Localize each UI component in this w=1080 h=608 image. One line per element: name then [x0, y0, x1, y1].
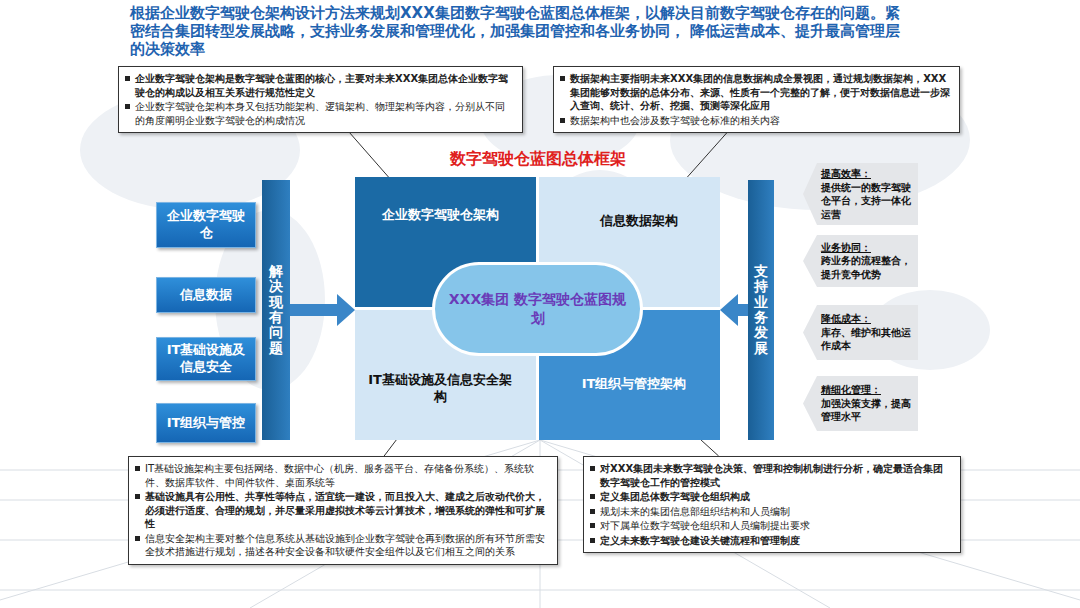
block-arrow: [738, 304, 748, 316]
callout-box: 数据架构主要指明未来XXX集团的信息数据构成全景视图，通过规划数据架构，XXX集…: [553, 66, 960, 133]
benefit-text: 库存、维护和其他运作成本: [821, 326, 912, 353]
bullet-square: [560, 76, 565, 81]
benefit-heading: 降低成本：: [821, 312, 912, 326]
puzzle-label: IT基础设施及信息安全架构: [365, 372, 515, 406]
bullet-row: 基础设施具有公用性、共享性等特点，适宜统一建设，而且投入大、建成之后改动代价大，…: [135, 490, 549, 531]
bullet-text: 定义未来数字驾驶仓建设关键流程和管理制度: [600, 534, 800, 548]
lbox-box: IT基础设施及信息安全: [156, 337, 256, 381]
bullet-square: [590, 538, 595, 543]
benefit-heading: 业务协同：: [821, 241, 912, 255]
box-label: 信息数据: [180, 287, 232, 304]
vertical-label: 支持业务发展: [754, 264, 768, 356]
page-title: 根据企业数字驾驶仓架构设计方法来规划XXX集团数字驾驶仓蓝图总体框架，以解决目前…: [130, 4, 905, 58]
bullet-square: [135, 466, 140, 471]
bullet-square: [135, 536, 140, 541]
bullet-square: [560, 118, 565, 123]
puzzle-label: 企业数字驾驶仓架构: [365, 207, 515, 224]
frame-box: 数字驾驶仓蓝图总体框架企业数字驾驶仓架构信息数据架构IT基础设施及信息安全架构I…: [355, 177, 720, 440]
arrow-head: [337, 294, 355, 326]
leader-line: [687, 133, 726, 177]
bullet-text: 信息安全架构主要对整个信息系统从基础设施到企业数字驾驶仓再到数据的所有环节所需安…: [145, 532, 549, 559]
leader-line: [701, 440, 719, 456]
benefit-heading: 提高效率：: [821, 167, 912, 181]
box-label: IT基础设施及信息安全: [163, 342, 249, 376]
callout-box: 对XXX集团未来数字驾驶仓决策、管理和控制机制进行分析，确定最适合集团数字驾驶仓…: [583, 456, 961, 553]
floor-grid: [0, 440, 1080, 608]
framework-heading: 数字驾驶仓蓝图总体框架: [355, 149, 720, 170]
bullet-row: IT基础设施架构主要包括网络、数据中心（机房、服务器平台、存储备份系统）、系统软…: [135, 462, 549, 489]
center-box: XXX集团 数字驾驶仓蓝图规划: [435, 265, 640, 353]
bullet-text: 对下属单位数字驾驶仓组织和人员编制提出要求: [600, 519, 810, 533]
puzzle-label: IT组织与管控架构: [569, 376, 699, 393]
benefit-text: 提供统一的数字驾驶仓平台，支持一体化运营: [821, 181, 912, 222]
bullet-row: 定义集团总体数字驾驶仓组织构成: [590, 490, 952, 504]
bar-box: 解决现有问题: [262, 180, 290, 440]
bullet-square: [135, 494, 140, 499]
leader-line: [350, 133, 389, 177]
arrow-head: [720, 294, 738, 326]
bullet-square: [125, 104, 130, 109]
bullet-square: [590, 494, 595, 499]
bullet-row: 企业数字驾驶仓架构本身又包括功能架构、逻辑架构、物理架构等内容，分别从不同的角度…: [125, 100, 514, 127]
bar-box: 支持业务发展: [748, 180, 774, 440]
lbox-box: 信息数据: [156, 277, 256, 313]
bullet-square: [590, 466, 595, 471]
bullet-square: [125, 76, 130, 81]
bullet-text: 对XXX集团未来数字驾驶仓决策、管理和控制机制进行分析，确定最适合集团数字驾驶仓…: [600, 462, 952, 489]
bullet-text: 企业数字驾驶仓架构是数字驾驶仓蓝图的核心，主要对未来XXX集团总体企业数字驾驶仓…: [135, 72, 514, 99]
box-label: 企业数字驾驶仓: [163, 208, 249, 242]
lbox-box: 企业数字驾驶仓: [156, 202, 256, 248]
leader-line: [384, 440, 396, 456]
bullet-row: 数据架构主要指明未来XXX集团的信息数据构成全景视图，通过规划数据架构，XXX集…: [560, 72, 951, 113]
box-label: IT组织与管控: [167, 415, 246, 432]
bullet-square: [590, 509, 595, 514]
bullet-row: 信息安全架构主要对整个信息系统从基础设施到企业数字驾驶仓再到数据的所有环节所需安…: [135, 532, 549, 559]
abox-box: 降低成本：库存、维护和其他运作成本: [803, 305, 918, 360]
abox-box: 提高效率：提供统一的数字驾驶仓平台，支持一体化运营: [803, 163, 918, 225]
bullet-row: 规划未来的集团信息部组织结构和人员编制: [590, 505, 952, 519]
abox-box: 业务协同：跨业务的流程整合，提升竞争优势: [803, 235, 918, 287]
bullet-text: 规划未来的集团信息部组织结构和人员编制: [600, 505, 790, 519]
bullet-text: 数据架构中也会涉及数字驾驶仓标准的相关内容: [570, 114, 780, 128]
callout-box: IT基础设施架构主要包括网络、数据中心（机房、服务器平台、存储备份系统）、系统软…: [128, 456, 558, 565]
puzzle-label: 信息数据架构: [569, 213, 709, 230]
benefit-text: 跨业务的流程整合，提升竞争优势: [821, 254, 912, 281]
box-label: XXX集团 数字驾驶仓蓝图规划: [445, 290, 630, 328]
bullet-row: 对下属单位数字驾驶仓组织和人员编制提出要求: [590, 519, 952, 533]
bullet-square: [590, 523, 595, 528]
lbox-box: IT组织与管控: [156, 403, 256, 443]
bullet-row: 对XXX集团未来数字驾驶仓决策、管理和控制机制进行分析，确定最适合集团数字驾驶仓…: [590, 462, 952, 489]
abox-box: 精细化管理：加强决策支撑，提高管理水平: [803, 376, 918, 431]
callout-box: 企业数字驾驶仓架构是数字驾驶仓蓝图的核心，主要对未来XXX集团总体企业数字驾驶仓…: [118, 66, 523, 133]
benefit-text: 加强决策支撑，提高管理水平: [821, 397, 912, 424]
bullet-text: 企业数字驾驶仓架构本身又包括功能架构、逻辑架构、物理架构等内容，分别从不同的角度…: [135, 100, 514, 127]
bullet-row: 数据架构中也会涉及数字驾驶仓标准的相关内容: [560, 114, 951, 128]
block-arrow: [290, 304, 337, 316]
vertical-label: 解决现有问题: [269, 264, 283, 356]
benefit-heading: 精细化管理：: [821, 383, 912, 397]
bullet-text: 定义集团总体数字驾驶仓组织构成: [600, 490, 750, 504]
bullet-row: 企业数字驾驶仓架构是数字驾驶仓蓝图的核心，主要对未来XXX集团总体企业数字驾驶仓…: [125, 72, 514, 99]
bullet-text: 基础设施具有公用性、共享性等特点，适宜统一建设，而且投入大、建成之后改动代价大，…: [145, 490, 549, 531]
bullet-text: 数据架构主要指明未来XXX集团的信息数据构成全景视图，通过规划数据架构，XXX集…: [570, 72, 951, 113]
bullet-text: IT基础设施架构主要包括网络、数据中心（机房、服务器平台、存储备份系统）、系统软…: [145, 462, 549, 489]
bullet-row: 定义未来数字驾驶仓建设关键流程和管理制度: [590, 534, 952, 548]
